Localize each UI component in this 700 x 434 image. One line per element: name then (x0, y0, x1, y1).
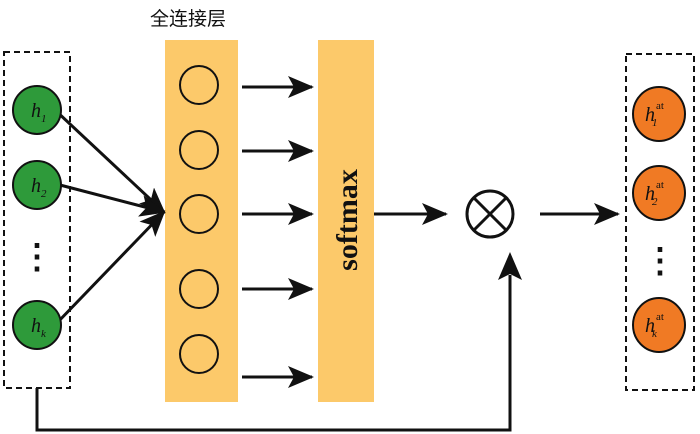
fc-neuron (179, 334, 219, 374)
input-to-fc-arrow (53, 108, 166, 214)
fc-layer-band (165, 40, 238, 402)
fc-neuron (179, 269, 219, 309)
input-node-2: h2 (12, 160, 62, 210)
input-ellipsis: ⋮ (20, 239, 54, 276)
softmax-band (318, 40, 374, 402)
multiply-operator (465, 189, 515, 239)
output-ellipsis: ⋮ (643, 243, 677, 280)
skip-connection-arrowhead (498, 252, 522, 280)
input-to-fc-arrow (53, 210, 166, 327)
softmax-label: softmax (331, 169, 364, 271)
fc-neuron (179, 65, 219, 105)
input-to-fc-arrow (59, 183, 166, 217)
fc-layer-title: 全连接层 (150, 8, 227, 30)
output-group-box (625, 53, 695, 391)
fc-neuron (179, 130, 219, 170)
skip-connection-line (35, 275, 512, 432)
input-node-1: h1 (12, 85, 62, 135)
input-node-k: hk (12, 300, 62, 350)
fc-neuron (179, 194, 219, 234)
